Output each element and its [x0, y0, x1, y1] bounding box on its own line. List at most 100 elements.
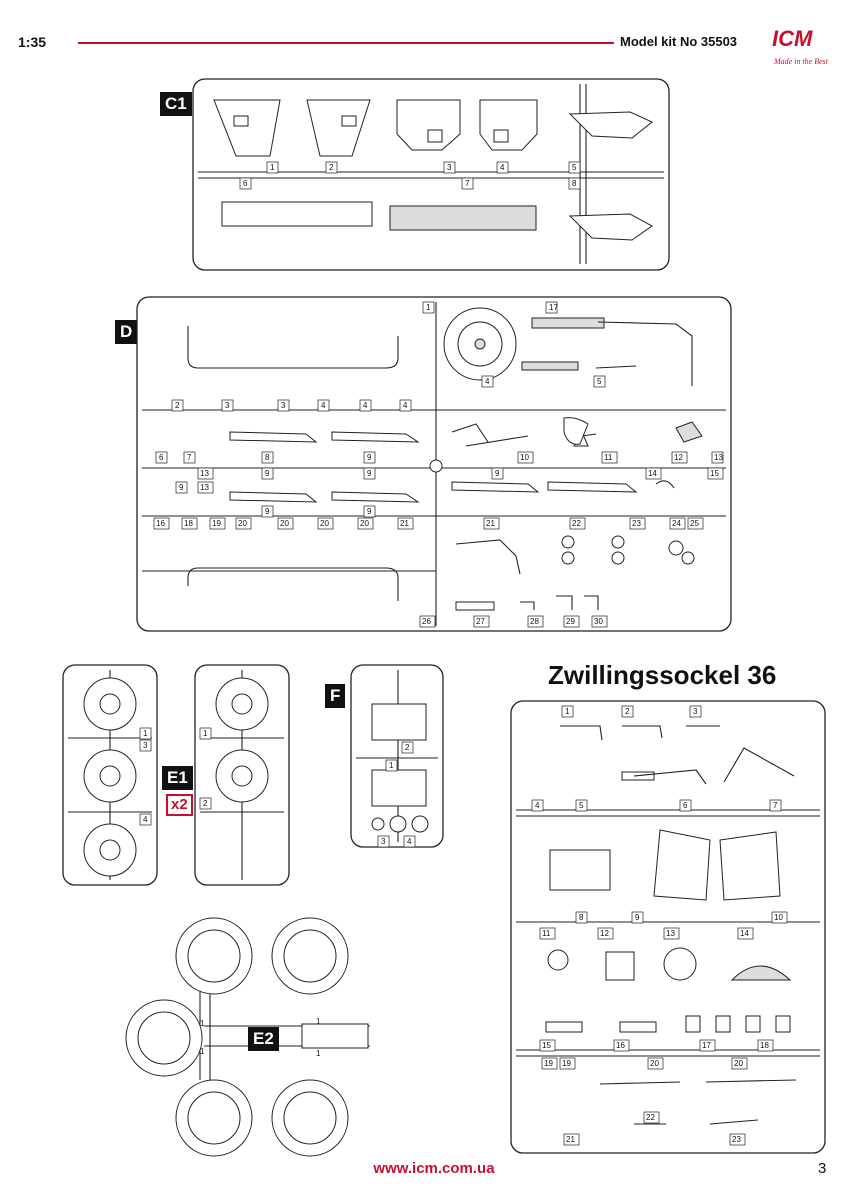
svg-text:19: 19 — [544, 1059, 553, 1068]
sprue-zwillingssockel: 1 2 3 4 5 6 7 8 9 10 11 12 13 14 15 16 1… — [510, 700, 826, 1154]
svg-text:8: 8 — [579, 913, 584, 922]
svg-text:12: 12 — [674, 453, 683, 462]
svg-text:23: 23 — [632, 519, 641, 528]
svg-text:3: 3 — [447, 163, 452, 172]
svg-text:19: 19 — [212, 519, 221, 528]
svg-text:9: 9 — [265, 507, 270, 516]
c1-part-7 — [389, 205, 537, 231]
svg-text:18: 18 — [184, 519, 193, 528]
svg-text:ICM: ICM — [772, 26, 813, 51]
sprue-label-c1: C1 — [160, 92, 192, 116]
svg-text:1: 1 — [389, 761, 394, 770]
svg-text:20: 20 — [360, 519, 369, 528]
svg-text:20: 20 — [238, 519, 247, 528]
d-part-22-25 — [561, 535, 695, 565]
svg-text:11: 11 — [604, 453, 613, 462]
svg-text:9: 9 — [179, 483, 184, 492]
svg-text:4: 4 — [407, 837, 412, 846]
svg-text:2: 2 — [203, 799, 208, 808]
svg-text:3: 3 — [143, 741, 148, 750]
svg-text:Made in the Best: Made in the Best — [773, 57, 829, 66]
c1-part-1 — [213, 99, 281, 157]
d-part-2-pipe — [597, 321, 693, 386]
svg-text:1: 1 — [200, 1019, 205, 1028]
svg-text:6: 6 — [243, 179, 248, 188]
d-part-30 — [584, 595, 599, 610]
d-part-6 — [595, 365, 637, 369]
svg-text:13: 13 — [200, 483, 209, 492]
page-number: 3 — [818, 1160, 827, 1177]
svg-text:18: 18 — [760, 1041, 769, 1050]
svg-text:26: 26 — [422, 617, 431, 626]
sprue-e1-right: 1 2 — [194, 664, 290, 886]
svg-text:5: 5 — [597, 377, 602, 386]
kit-number: Model kit No 35503 — [620, 34, 738, 49]
svg-text:21: 21 — [566, 1135, 575, 1144]
c1-part-6 — [221, 201, 373, 227]
d-part-5 — [521, 361, 579, 371]
svg-text:13: 13 — [200, 469, 209, 478]
svg-text:6: 6 — [159, 453, 164, 462]
svg-text:22: 22 — [572, 519, 581, 528]
svg-text:8: 8 — [572, 179, 577, 188]
svg-text:14: 14 — [740, 929, 749, 938]
svg-text:23: 23 — [732, 1135, 741, 1144]
svg-text:3: 3 — [281, 401, 286, 410]
svg-text:2: 2 — [625, 707, 630, 716]
svg-text:15: 15 — [710, 469, 719, 478]
svg-text:5: 5 — [572, 163, 577, 172]
svg-text:10: 10 — [774, 913, 783, 922]
d-rifles — [229, 431, 638, 503]
svg-text:16: 16 — [616, 1041, 625, 1050]
svg-text:3: 3 — [693, 707, 698, 716]
svg-text:6: 6 — [683, 801, 688, 810]
d-handrail-top — [187, 326, 399, 369]
svg-text:2: 2 — [175, 401, 180, 410]
svg-text:4: 4 — [500, 163, 505, 172]
f-part-2 — [371, 769, 427, 807]
sprue-label-f: F — [325, 684, 346, 708]
svg-text:22: 22 — [646, 1113, 655, 1122]
svg-text:28: 28 — [530, 617, 539, 626]
svg-text:1: 1 — [270, 163, 275, 172]
svg-text:3: 3 — [381, 837, 386, 846]
sprue-e1-left: 1 3 4 — [62, 664, 158, 886]
d-part-12 — [675, 421, 703, 443]
d-part-14 — [655, 480, 675, 489]
svg-text:1: 1 — [316, 1017, 321, 1026]
footer-url[interactable]: www.icm.com.ua — [373, 1160, 495, 1177]
svg-text:1: 1 — [143, 729, 148, 738]
svg-text:9: 9 — [367, 453, 372, 462]
c1-part-5 — [568, 111, 653, 139]
icm-logo: ICM Made in the Best — [772, 26, 829, 66]
c1-part-3 — [396, 99, 461, 151]
svg-text:4: 4 — [143, 815, 148, 824]
multiplier-badge: x2 — [166, 794, 193, 816]
svg-text:13: 13 — [666, 929, 675, 938]
svg-text:20: 20 — [320, 519, 329, 528]
sprue-c1: 1 2 3 4 5 6 7 8 — [192, 78, 670, 271]
svg-text:1: 1 — [316, 1049, 321, 1058]
d-part-29 — [556, 595, 573, 610]
d-part-2 — [531, 317, 605, 329]
scale-label: 1:35 — [18, 34, 47, 50]
svg-text:4: 4 — [485, 377, 490, 386]
svg-text:15: 15 — [542, 1041, 551, 1050]
svg-text:13: 13 — [714, 453, 723, 462]
svg-text:10: 10 — [520, 453, 529, 462]
svg-text:14: 14 — [648, 469, 657, 478]
svg-text:4: 4 — [403, 401, 408, 410]
svg-text:11: 11 — [542, 929, 551, 938]
svg-text:16: 16 — [156, 519, 165, 528]
sprue-label-e2: E2 — [248, 1027, 279, 1051]
svg-text:1: 1 — [203, 729, 208, 738]
svg-text:1: 1 — [200, 1047, 205, 1056]
svg-text:17: 17 — [702, 1041, 711, 1050]
svg-text:20: 20 — [280, 519, 289, 528]
d-handrail-bottom — [187, 567, 399, 601]
svg-text:30: 30 — [594, 617, 603, 626]
svg-text:24: 24 — [672, 519, 681, 528]
svg-text:2: 2 — [329, 163, 334, 172]
sprue-label-e1: E1 — [162, 766, 193, 790]
svg-text:4: 4 — [535, 801, 540, 810]
